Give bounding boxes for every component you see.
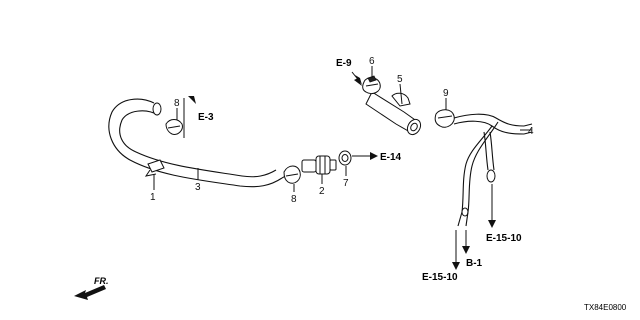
label-part-1: 1	[150, 192, 156, 203]
hose-clamp-9	[434, 109, 455, 128]
ref-b1: B-1	[466, 258, 483, 269]
ref-e9: E-9	[336, 58, 352, 69]
front-label: FR.	[94, 276, 109, 286]
hose-clip-1	[144, 159, 165, 177]
hose-clamp-8-upper	[165, 119, 183, 135]
label-part-2: 2	[319, 186, 325, 197]
ref-e14: E-14	[380, 152, 402, 163]
label-part-9: 9	[443, 88, 449, 99]
hose-clamp-8-lower	[283, 165, 301, 184]
label-part-3: 3	[195, 182, 201, 193]
reference-arrows	[188, 71, 496, 270]
pcv-hose-5	[365, 91, 422, 136]
ref-e15-10-lower: E-15-10	[422, 272, 458, 283]
label-part-6: 6	[369, 56, 375, 67]
label-part-5: 5	[397, 74, 403, 85]
hose-clamp-6	[362, 75, 381, 95]
ref-e15-10-right: E-15-10	[486, 233, 522, 244]
diagram-code: TX84E0800	[584, 303, 627, 312]
leader-lines	[153, 66, 532, 192]
grommet-7	[338, 150, 352, 166]
label-part-7: 7	[343, 178, 349, 189]
label-part-8-lower: 8	[291, 194, 297, 205]
pcv-valve-2	[301, 155, 337, 175]
label-part-4: 4	[528, 126, 534, 137]
front-direction-indicator: FR.	[74, 276, 109, 300]
front-arrow-icon	[74, 285, 106, 300]
ref-e3: E-3	[198, 112, 214, 123]
label-part-8-upper: 8	[174, 98, 180, 109]
breather-pipe-4	[453, 113, 533, 227]
